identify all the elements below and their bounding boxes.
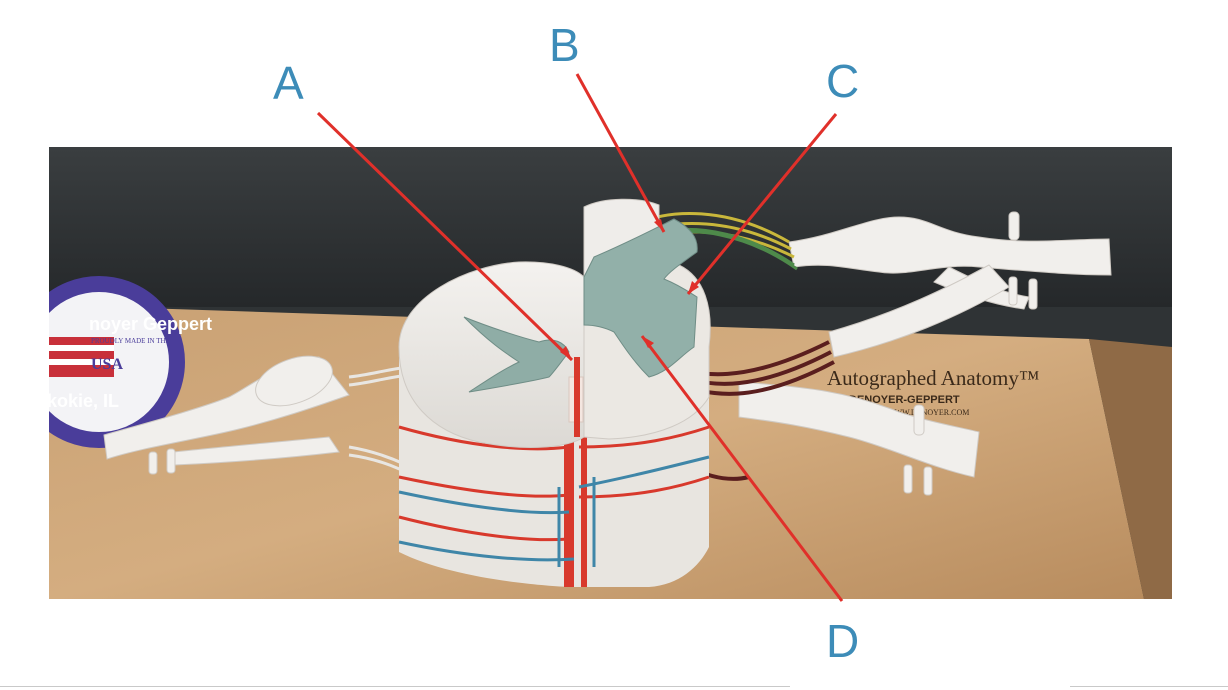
sticker-bottom-text: kokie, IL bbox=[49, 391, 119, 411]
sticker-flag-text: PROUDLY MADE IN THE bbox=[91, 337, 170, 345]
maker-text: DENOYER-GEPPERT bbox=[849, 394, 960, 406]
brand-text: Autographed Anatomy™ bbox=[827, 366, 1039, 390]
sticker-top-text: noyer Geppert bbox=[89, 314, 212, 334]
url-text: WWW.DENOYER.COM bbox=[887, 408, 969, 417]
label-a: A bbox=[273, 57, 304, 109]
label-c: C bbox=[826, 55, 860, 107]
wooden-base-edge bbox=[1089, 339, 1172, 599]
bottom-divider-left bbox=[0, 686, 790, 687]
photo-illustration: noyer Geppert PROUDLY MADE IN THE USA ko… bbox=[49, 147, 1172, 599]
bottom-divider-right bbox=[1070, 686, 1228, 687]
spinal-cord-model-photo: noyer Geppert PROUDLY MADE IN THE USA ko… bbox=[49, 147, 1172, 599]
manufacturer-sticker: noyer Geppert PROUDLY MADE IN THE USA ko… bbox=[49, 276, 212, 448]
label-d: D bbox=[826, 615, 860, 667]
right-spinal-nerve-upper bbox=[788, 211, 1112, 358]
label-b: B bbox=[549, 19, 580, 71]
sticker-usa-text: USA bbox=[91, 356, 123, 373]
left-spinal-nerve bbox=[103, 355, 350, 475]
